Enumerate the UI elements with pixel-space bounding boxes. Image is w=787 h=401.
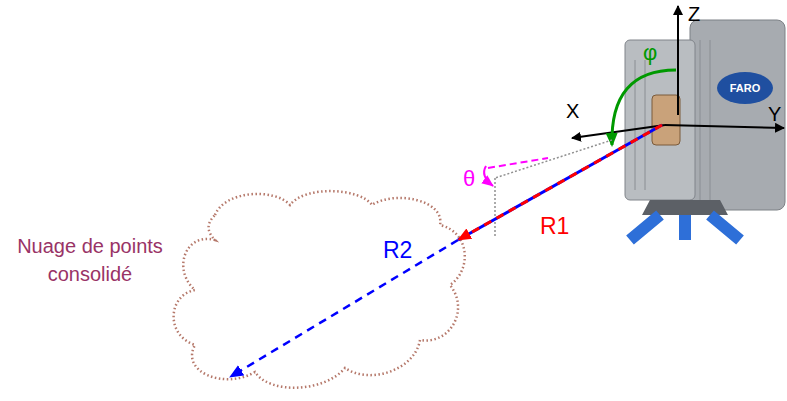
cloud-label: Nuage de points consolidé	[0, 232, 180, 288]
r2-ray	[230, 240, 458, 377]
angle-label: φ	[643, 41, 657, 65]
r1-ray	[458, 125, 662, 240]
theta-arc	[484, 166, 493, 186]
projection-line	[495, 140, 612, 178]
axis-label: X	[566, 100, 579, 122]
axis-label: Y	[768, 103, 781, 125]
r1-ray	[458, 125, 662, 240]
point-cloud	[174, 191, 465, 388]
theta-reference	[488, 158, 548, 168]
distance-label: R1	[540, 214, 569, 239]
laser-scanner	[625, 20, 785, 240]
projection-drop	[494, 178, 496, 238]
axis-label: Z	[688, 3, 700, 25]
y-axis	[665, 125, 784, 128]
z-axis	[677, 6, 679, 115]
brand-logo: FARO	[730, 82, 761, 94]
distance-label: R2	[383, 238, 412, 263]
angle-label: θ	[463, 167, 475, 191]
